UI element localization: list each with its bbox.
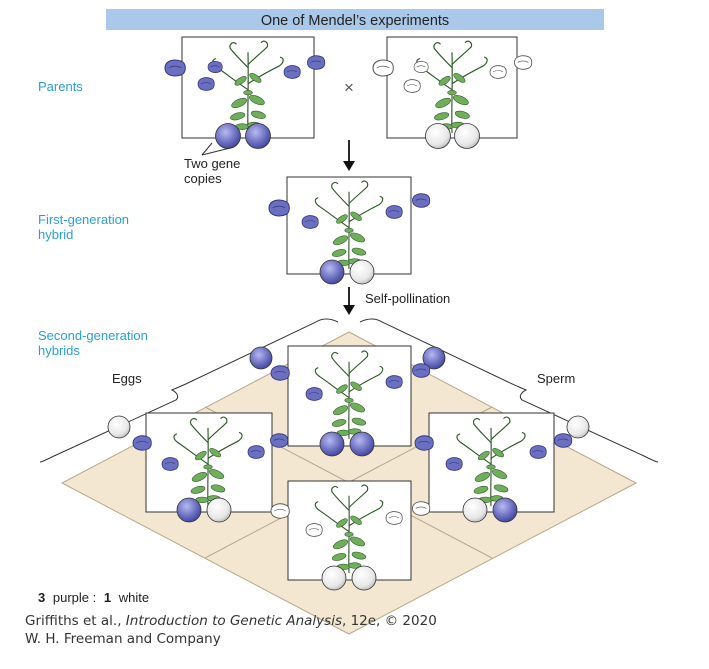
allele-white [206, 497, 232, 523]
f2-plant-left [132, 412, 289, 523]
sperm-label: Sperm [537, 371, 575, 386]
gene-copies-label-line2: copies [184, 171, 222, 186]
allele-purple [319, 259, 345, 285]
credit-edition: , 12e, © 2020 [341, 613, 437, 629]
eggs-bracket [39, 318, 339, 463]
gene-copies-pointer [201, 142, 231, 156]
allele-purple [349, 431, 375, 457]
allele-purple [215, 123, 241, 149]
eggs-label: Eggs [112, 371, 142, 386]
allele-purple [176, 497, 202, 523]
gene-copies-label-line1: Two gene [184, 156, 240, 171]
credit-publisher: W. H. Freeman and Company [25, 631, 221, 647]
parent-white-plant-panel [372, 36, 533, 139]
second-gen-label-line1: Second-generation [38, 328, 148, 343]
down-arrow-1 [343, 140, 355, 171]
cross-symbol: × [344, 78, 354, 97]
allele-white [454, 123, 480, 149]
source-credit: Griffiths et al., Introduction to Geneti… [25, 612, 437, 648]
allele-white [425, 123, 451, 149]
ratio-purple-count: 3 [38, 590, 45, 605]
sperm-allele-purple [422, 346, 446, 370]
egg-allele-white [107, 415, 131, 439]
parent-white-alleles [425, 123, 480, 149]
allele-purple [245, 123, 271, 149]
egg-allele-purple [249, 346, 273, 370]
self-pollination-label: Self-pollination [365, 291, 450, 306]
credit-line-1: Griffiths et al., Introduction to Geneti… [25, 612, 437, 630]
allele-purple [319, 431, 345, 457]
parent-purple-plant-panel [164, 36, 326, 139]
allele-white [321, 565, 347, 591]
f2-plant-top [270, 345, 431, 457]
ratio-text: 3 purple : 1 white [38, 590, 149, 605]
first-gen-alleles [319, 259, 375, 285]
f2-plant-right [414, 412, 573, 523]
allele-white [349, 259, 375, 285]
sperm-allele-white [566, 415, 590, 439]
credit-book-title: Introduction to Genetic Analysis [125, 613, 342, 629]
parents-label: Parents [38, 79, 83, 94]
first-gen-label-line2: hybrid [38, 227, 73, 242]
title-bar [106, 9, 604, 30]
second-gen-label-line2: hybrids [38, 343, 80, 358]
parent-purple-alleles [215, 123, 271, 149]
first-gen-plant-panel [268, 176, 431, 275]
ratio-purple-label: purple : [53, 590, 96, 605]
f2-plant-bottom [270, 480, 431, 591]
allele-white [462, 497, 488, 523]
allele-purple [492, 497, 518, 523]
ratio-white-count: 1 [104, 590, 111, 605]
credit-authors: Griffiths et al., [25, 613, 126, 629]
ratio-white-label: white [118, 590, 149, 605]
down-arrow-2 [343, 287, 355, 315]
first-gen-label-line1: First-generation [38, 212, 129, 227]
page-title: One of Mendel’s experiments [261, 13, 449, 29]
sperm-bracket [359, 318, 659, 463]
allele-white [351, 565, 377, 591]
